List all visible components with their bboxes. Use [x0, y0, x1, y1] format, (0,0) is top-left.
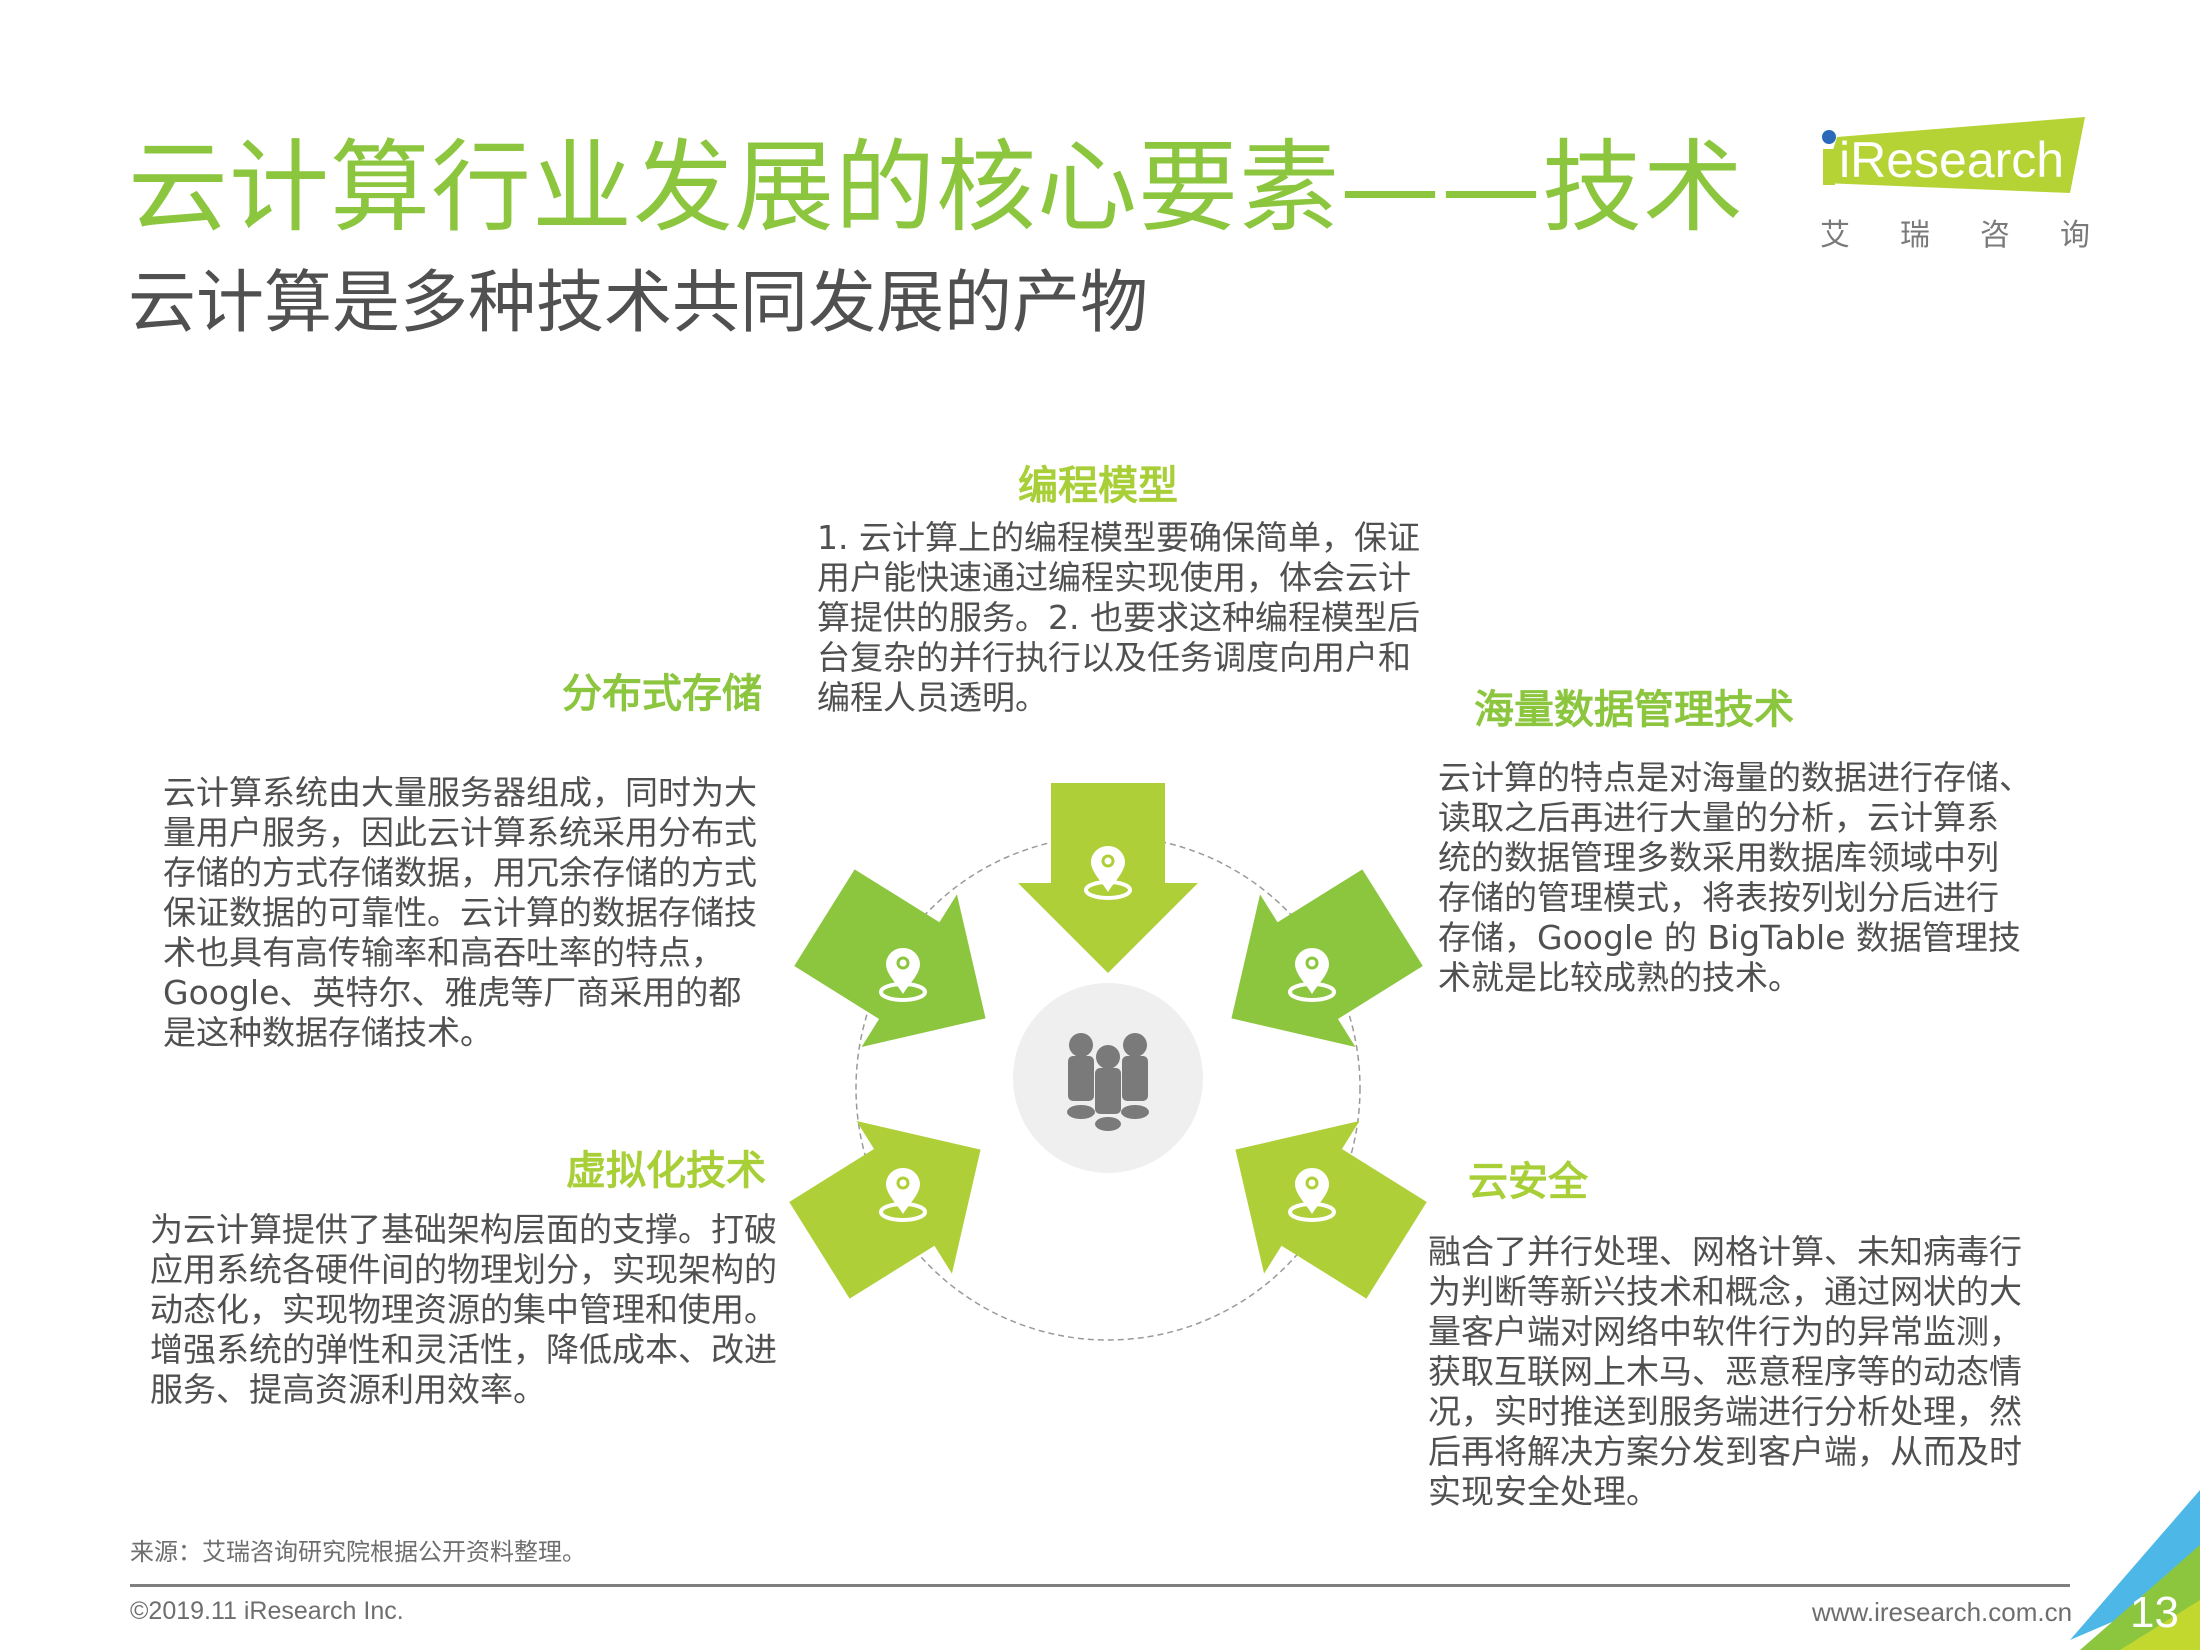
logo-char: 询 — [2060, 218, 2090, 253]
page-number: 13 — [2130, 1588, 2179, 1637]
heading-programming-model: 编程模型 — [1018, 463, 1178, 509]
logo-char: 瑞 — [1900, 218, 1930, 253]
copyright: ©2019.11 iResearch Inc. — [130, 1597, 404, 1625]
text-cloud-security: 融合了并行处理、网格计算、未知病毒行 为判断等新兴技术和概念，通过网状的大 量客… — [1428, 1232, 2022, 1511]
page-title: 云计算行业发展的核心要素——技术 — [128, 129, 1744, 246]
heading-cloud-security: 云安全 — [1468, 1159, 1588, 1205]
text-distributed-storage: 云计算系统由大量服务器组成，同时为大 量用户服务，因此云计算系统采用分布式 存储… — [163, 773, 757, 1052]
logo-char: 艾 — [1820, 218, 1850, 253]
logo-chinese-name: 艾 瑞 咨 询 — [1820, 210, 2090, 254]
text-programming-model: 1. 云计算上的编程模型要确保简单，保证 用户能快速通过编程实现使用，体会云计 … — [817, 518, 1420, 717]
corner-decoration — [2070, 1490, 2200, 1650]
heading-virtualization: 虚拟化技术 — [566, 1148, 766, 1194]
iresearch-logo: iResearch — [1815, 115, 2095, 255]
text-virtualization: 为云计算提供了基础架构层面的支撑。打破 应用系统各硬件间的物理划分，实现架构的 … — [150, 1210, 777, 1409]
dashed-ring — [855, 835, 1361, 1341]
source-note: 来源：艾瑞咨询研究院根据公开资料整理。 — [130, 1538, 586, 1566]
heading-data-management: 海量数据管理技术 — [1474, 687, 1794, 733]
text-data-management: 云计算的特点是对海量的数据进行存储、 读取之后再进行大量的分析，云计算系 统的数… — [1438, 758, 2032, 997]
arrow-programming-model — [1018, 783, 1198, 973]
website-link[interactable]: www.iresearch.com.cn — [1812, 1597, 2073, 1627]
people-group-icon — [1067, 1033, 1149, 1131]
logo-char: 咨 — [1980, 218, 2010, 253]
page-subtitle: 云计算是多种技术共同发展的产物 — [128, 264, 1149, 343]
iresearch-logo-icon: iResearch — [1822, 117, 2085, 193]
footer-divider — [130, 1584, 2070, 1587]
heading-distributed-storage: 分布式存储 — [562, 671, 762, 717]
svg-text:iResearch: iResearch — [1839, 132, 2064, 188]
